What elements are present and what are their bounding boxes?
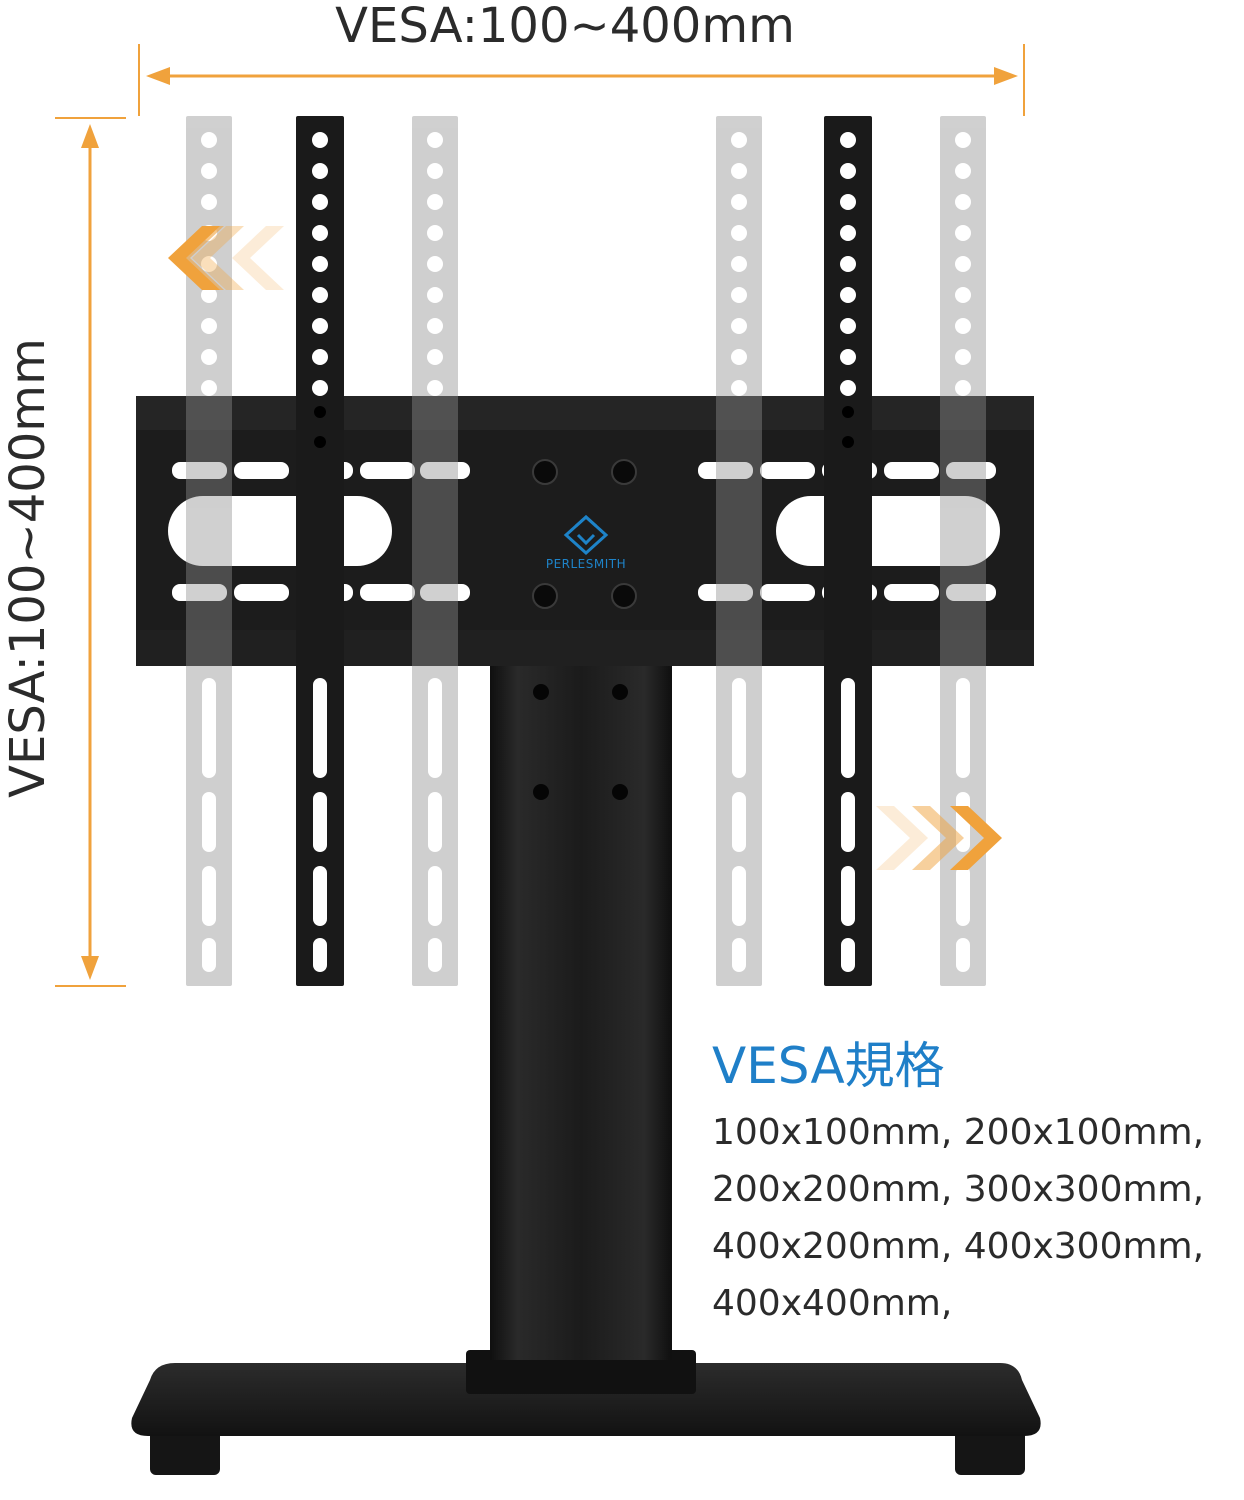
vesa-spec-line: 400x400mm, (712, 1283, 953, 1324)
chevron-right-icon (876, 806, 1002, 870)
vesa-spec-list: 100x100mm, 200x100mm, 200x200mm, 300x300… (712, 1104, 1242, 1332)
vesa-spec-line: 400x200mm, 400x300mm, (712, 1226, 1205, 1267)
vesa-spec-title: VESA規格 (712, 1037, 945, 1095)
vesa-spec-line: 100x100mm, 200x100mm, (712, 1112, 1205, 1153)
brand-logo-icon (563, 514, 609, 556)
ghost-brackets (186, 116, 986, 986)
brand-name: PERLESMITH (545, 557, 627, 571)
vesa-spec-line: 200x200mm, 300x300mm, (712, 1169, 1205, 1210)
vertical-vesa-dimension-label: VESA:100~400mm (0, 338, 56, 798)
chevron-left-icon (168, 226, 284, 290)
vesa-spec-block: VESA規格 100x100mm, 200x100mm, 200x200mm, … (712, 1034, 1242, 1332)
stand-base (131, 1350, 1041, 1475)
dimension-lines (55, 44, 1025, 987)
horizontal-vesa-dimension-label: VESA:100~400mm (335, 0, 795, 54)
vesa-brackets (296, 116, 872, 986)
stand-pole (490, 660, 672, 1360)
mount-plate (136, 396, 1034, 666)
